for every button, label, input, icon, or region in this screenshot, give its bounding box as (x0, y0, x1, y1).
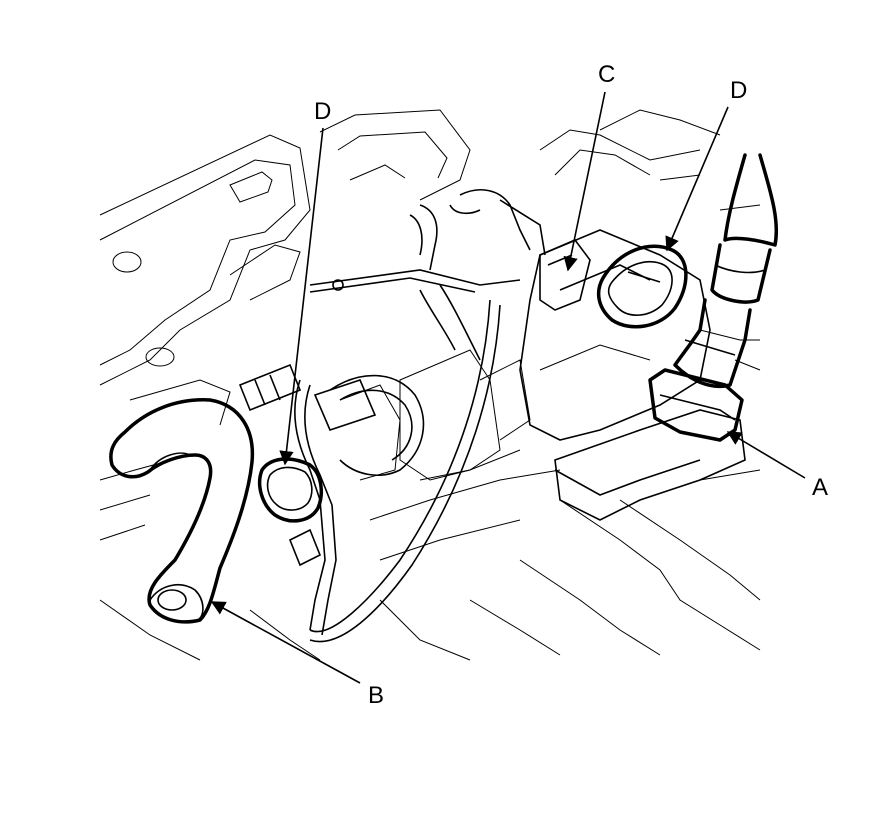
leader-b (210, 601, 361, 684)
wiring-harness (238, 189, 546, 643)
callout-d-label-left: D (314, 98, 331, 125)
callout-leaders (210, 91, 806, 684)
valve-body-assembly (339, 229, 746, 561)
part-a-hose-fitting (648, 153, 779, 442)
callout-d-label-right: D (730, 77, 747, 104)
part-d-clip-right (596, 244, 688, 329)
leader-d-right (665, 106, 729, 252)
callout-labels: A B C D D (314, 61, 828, 709)
callout-c-label: C (598, 61, 615, 88)
transmission-housing-background (99, 109, 761, 661)
leader-d-left (279, 127, 324, 466)
callout-b-label: B (368, 682, 384, 709)
part-c-connector (539, 239, 591, 311)
part-b-hose (109, 398, 255, 624)
part-d-clip-left (257, 457, 324, 523)
callout-a-label: A (812, 474, 828, 501)
leader-a (726, 431, 806, 479)
leader-c (563, 91, 606, 272)
